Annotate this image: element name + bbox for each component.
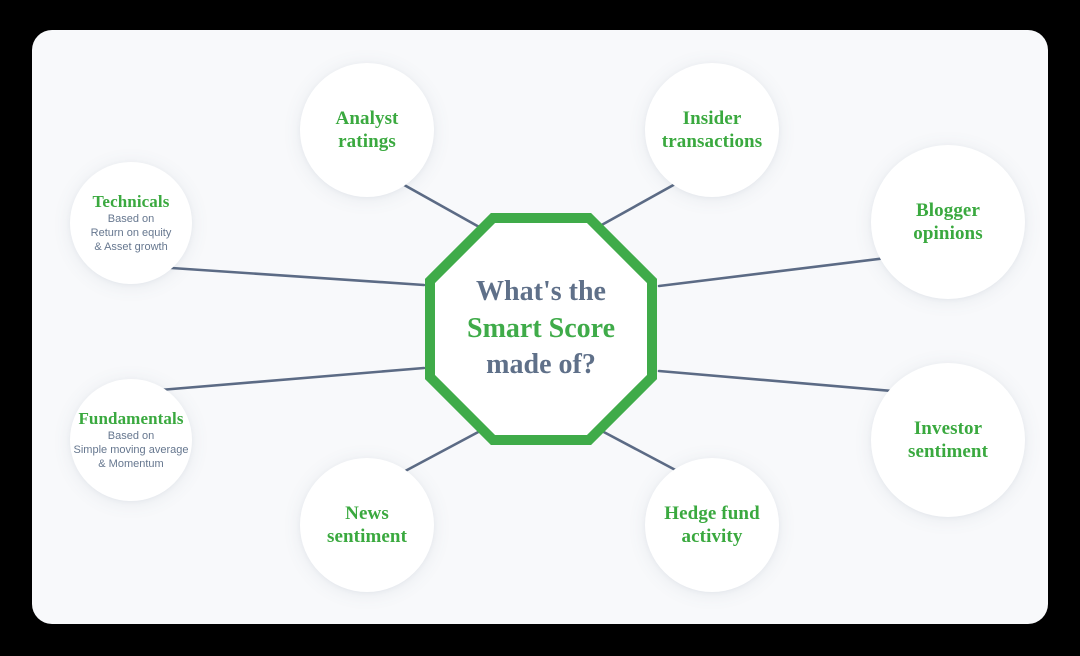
node-fundamentals[interactable]: Fundamentals Based on Simple moving aver…	[70, 379, 192, 501]
center-line-2: Smart Score	[467, 312, 615, 344]
link-fundamentals	[146, 366, 426, 393]
node-investor-sentiment-title: Investor sentiment	[907, 417, 989, 462]
node-insider-transactions[interactable]: Insider transactions	[645, 63, 779, 197]
node-news-sentiment[interactable]: News sentiment	[300, 458, 434, 592]
node-technicals[interactable]: Technicals Based on Return on equity & A…	[70, 162, 192, 284]
diagram-card: What's the Smart Score made of? Technica…	[32, 30, 1048, 624]
center-line-3: made of?	[486, 349, 596, 381]
center-line-1: What's the	[476, 275, 606, 307]
node-blogger-opinions[interactable]: Blogger opinions	[871, 145, 1025, 299]
node-investor-sentiment[interactable]: Investor sentiment	[871, 363, 1025, 517]
node-news-sentiment-title: News sentiment	[326, 502, 408, 547]
node-fundamentals-subtitle: Based on Simple moving average & Momentu…	[73, 430, 189, 470]
node-hedge-fund-activity-title: Hedge fund activity	[664, 502, 760, 547]
node-analyst-ratings-title: Analyst ratings	[335, 107, 399, 152]
node-technicals-subtitle: Based on Return on equity & Asset growth	[90, 213, 172, 253]
node-blogger-opinions-title: Blogger opinions	[913, 199, 983, 244]
node-technicals-title: Technicals	[92, 191, 170, 211]
node-fundamentals-title: Fundamentals	[78, 408, 184, 428]
center-octagon: What's the Smart Score made of?	[425, 213, 657, 445]
node-analyst-ratings[interactable]: Analyst ratings	[300, 63, 434, 197]
node-hedge-fund-activity[interactable]: Hedge fund activity	[645, 458, 779, 592]
node-insider-transactions-title: Insider transactions	[661, 107, 763, 152]
